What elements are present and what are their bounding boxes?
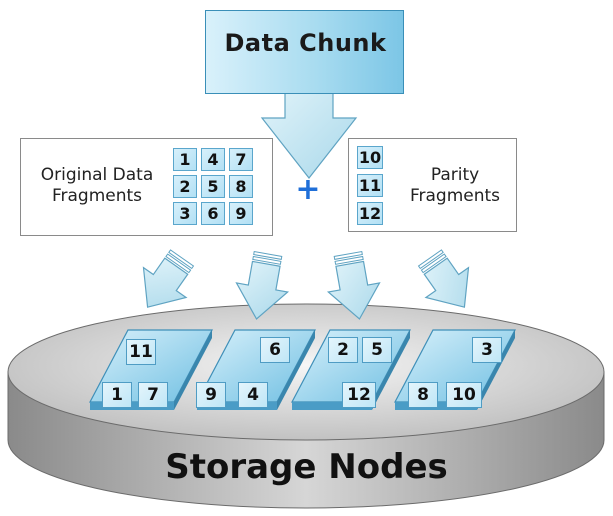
fragment-tile: 2: [173, 175, 197, 198]
fragment-tile: 7: [229, 148, 253, 171]
node-3-fragment: 12: [342, 382, 376, 408]
node-2-fragment: 6: [260, 337, 290, 363]
data-chunk-label: Data Chunk: [224, 29, 387, 57]
node-4-fragment: 8: [408, 382, 438, 408]
node-1-fragment: 1: [102, 382, 132, 408]
distribution-arrow-3: [326, 250, 381, 320]
fragment-tile: 4: [201, 148, 225, 171]
node-4-fragment: 10: [446, 382, 482, 408]
distribution-arrow-2: [235, 250, 290, 320]
storage-nodes-label: Storage Nodes: [165, 447, 448, 487]
parity-tile: 12: [357, 202, 383, 225]
data-chunk-box: Data Chunk: [205, 10, 404, 94]
node-1-fragment: 7: [138, 382, 168, 408]
node-2-fragment: 4: [238, 382, 268, 408]
original-label-line2: Fragments: [51, 186, 143, 206]
fragment-tile: 3: [173, 202, 197, 225]
plus-sign: +: [295, 172, 321, 207]
node-3-fragment: 5: [362, 337, 392, 363]
fragment-tile: 1: [173, 148, 197, 171]
parity-tile: 11: [357, 174, 383, 197]
parity-fragments-label: Parity Fragments: [397, 165, 513, 207]
parity-tile: 10: [357, 146, 383, 169]
node-3-fragment: 2: [328, 337, 358, 363]
parity-label-line2: Fragments: [409, 186, 501, 206]
fragment-tile: 8: [229, 175, 253, 198]
original-label-line1: Original Data: [40, 165, 154, 185]
parity-label-line1: Parity: [430, 165, 480, 185]
distribution-arrow-1: [142, 249, 195, 308]
original-fragments-label: Original Data Fragments: [27, 165, 167, 207]
node-1-fragment: 11: [126, 339, 156, 365]
original-fragments-box: Original Data Fragments 1 4 7 2 5 8 3 6 …: [20, 138, 273, 236]
parity-fragments-box: 10 11 12 Parity Fragments: [348, 138, 517, 232]
fragment-tile: 9: [229, 202, 253, 225]
distribution-arrow-4: [417, 249, 470, 308]
node-4-fragment: 3: [472, 337, 502, 363]
node-2-fragment: 9: [196, 382, 226, 408]
fragment-tile: 6: [201, 202, 225, 225]
fragment-tile: 5: [201, 175, 225, 198]
